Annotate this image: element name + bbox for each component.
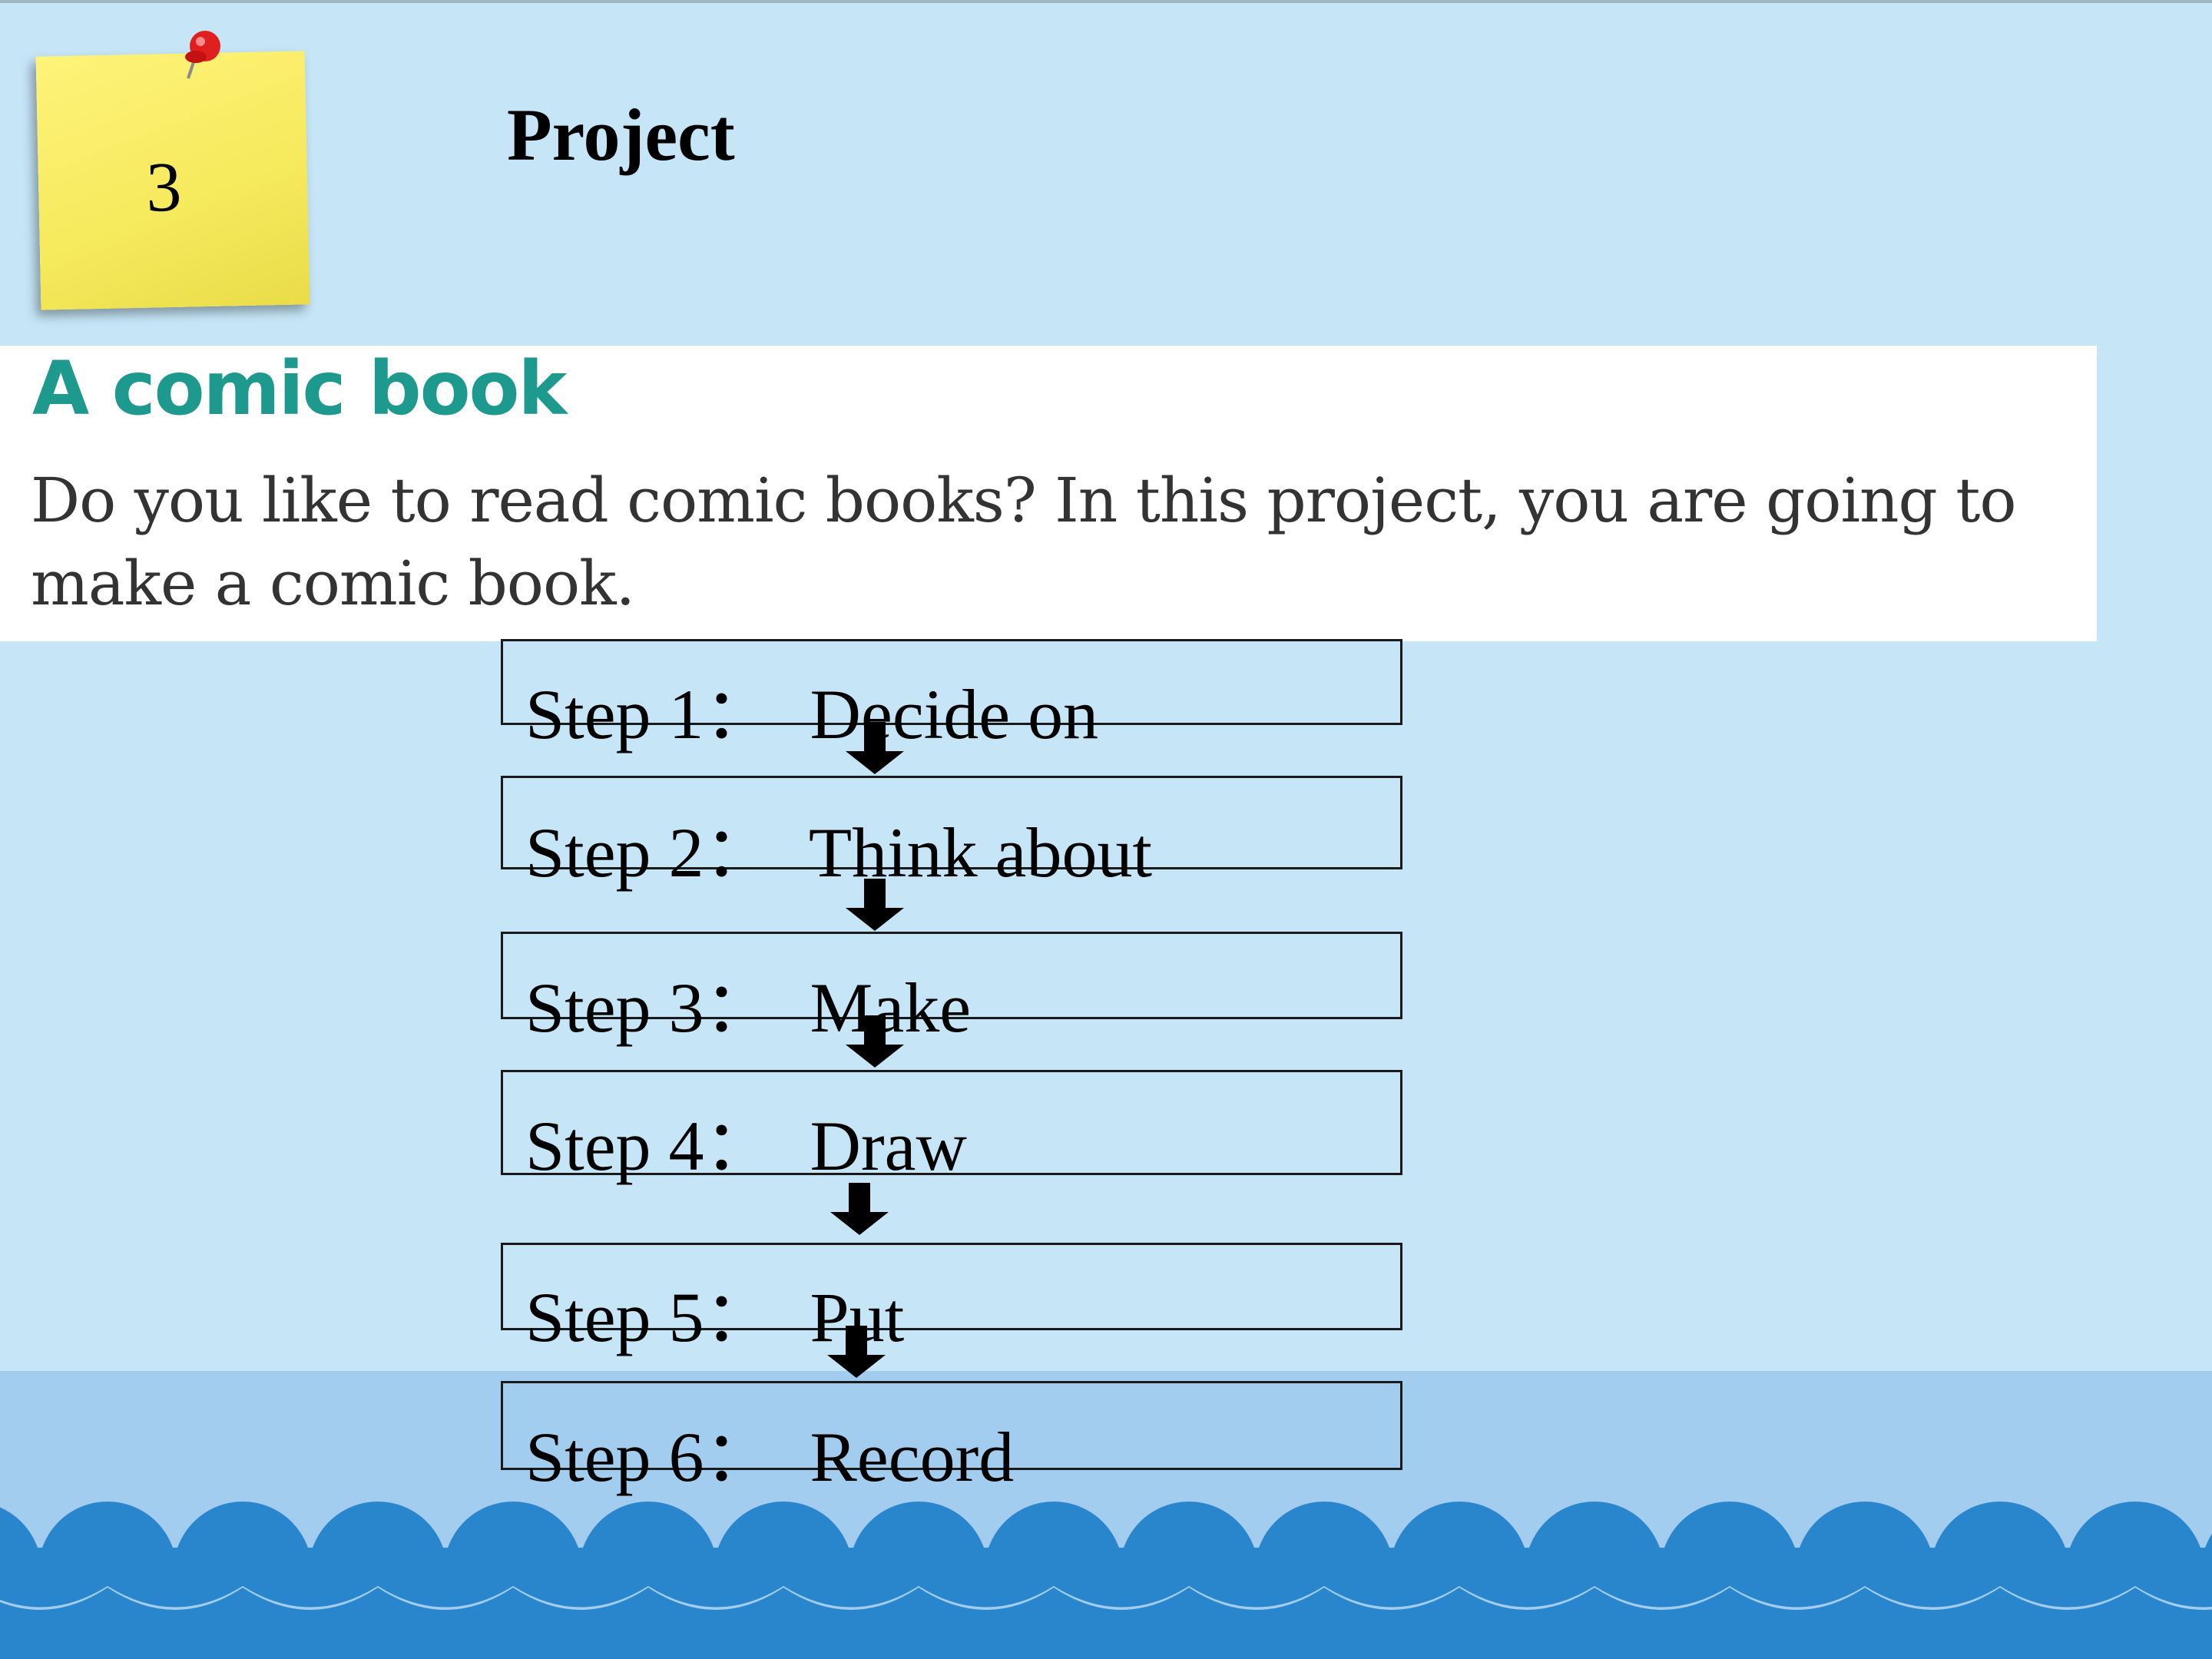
sticky-note: 3 bbox=[31, 31, 323, 323]
arrow-down-icon bbox=[830, 1183, 889, 1235]
page-title: Project bbox=[507, 94, 735, 176]
top-border-line bbox=[0, 0, 2212, 3]
wave-pattern bbox=[0, 1502, 2212, 1659]
step-4-box bbox=[501, 1070, 1402, 1175]
intro-text: Do you like to read comic books? In this… bbox=[31, 465, 2017, 619]
pushpin-icon bbox=[185, 31, 220, 79]
step-1-box bbox=[501, 639, 1402, 725]
arrow-down-icon bbox=[846, 879, 904, 931]
step-3-label: Step 3： Make bbox=[525, 969, 972, 1047]
arrow-down-icon bbox=[827, 1326, 886, 1378]
step-4-label: Step 4： Draw bbox=[525, 1107, 967, 1185]
arrow-down-icon bbox=[846, 1015, 904, 1068]
section-number: 3 bbox=[145, 147, 183, 227]
step-1-label: Step 1： Decide on bbox=[525, 675, 1099, 753]
step-2-label: Step 2： Think about bbox=[525, 813, 1153, 892]
intro-heading: A comic book bbox=[32, 346, 567, 432]
arrow-down-icon bbox=[846, 722, 904, 774]
step-6-label: Step 6： Record bbox=[525, 1418, 1015, 1496]
step-3-box bbox=[501, 932, 1402, 1019]
step-6-box bbox=[501, 1381, 1402, 1470]
step-5-box bbox=[501, 1243, 1402, 1330]
intro-panel: A comic book Do you like to read comic b… bbox=[0, 346, 2097, 641]
sticky-note-paper: 3 bbox=[35, 51, 310, 310]
step-2-box bbox=[501, 776, 1402, 869]
